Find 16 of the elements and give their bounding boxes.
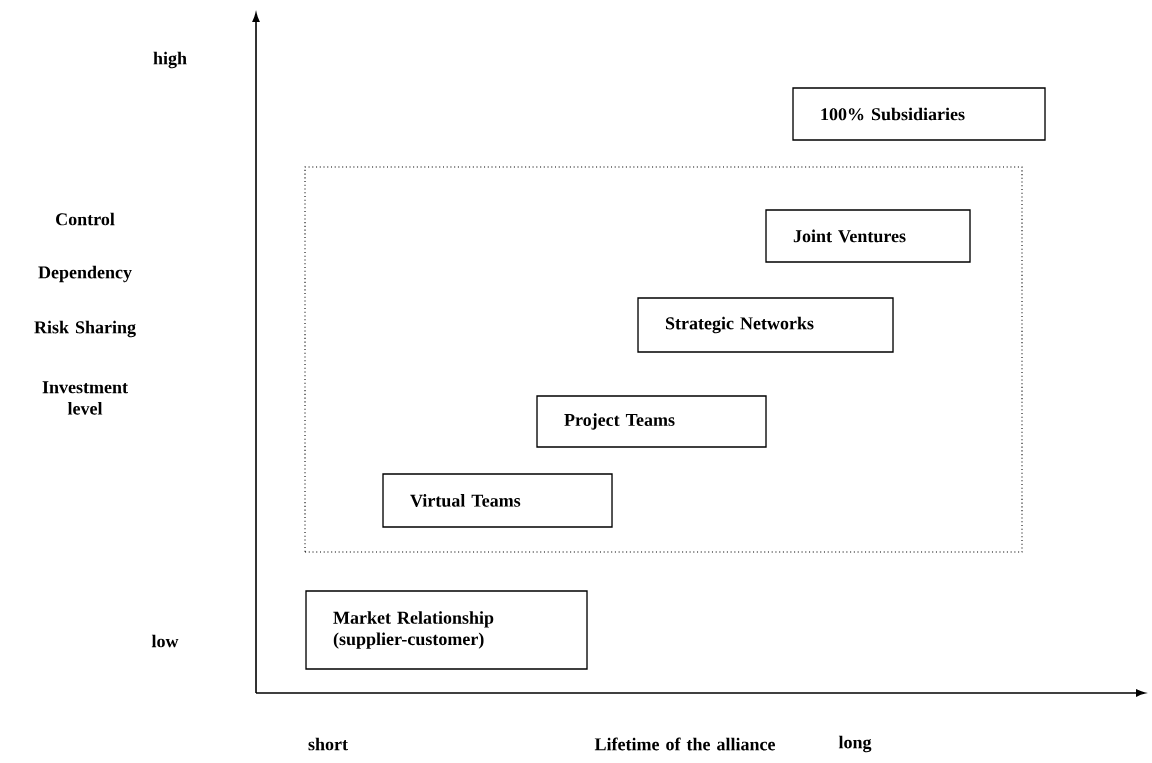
category-box: Joint Ventures bbox=[765, 209, 971, 263]
category-box: Project Teams bbox=[536, 395, 767, 448]
category-box: Market Relationship (supplier-customer) bbox=[305, 590, 588, 670]
axis-label: Control bbox=[56, 212, 115, 226]
axis-title: Lifetime of the alliance bbox=[594, 737, 775, 751]
axis-label: low bbox=[151, 634, 179, 648]
axis-label: long bbox=[838, 735, 872, 753]
axis-label: Investment level bbox=[42, 381, 128, 415]
axis-label: high bbox=[153, 51, 187, 69]
axis-label: Risk Sharing bbox=[34, 320, 136, 338]
category-box: 100% Subsidiaries bbox=[792, 87, 1046, 141]
axis-label: short bbox=[308, 737, 348, 751]
category-box: Virtual Teams bbox=[382, 473, 613, 528]
group-frame bbox=[304, 166, 1023, 553]
axis-label: Dependency bbox=[38, 265, 132, 283]
category-box: Strategic Networks bbox=[637, 297, 894, 353]
